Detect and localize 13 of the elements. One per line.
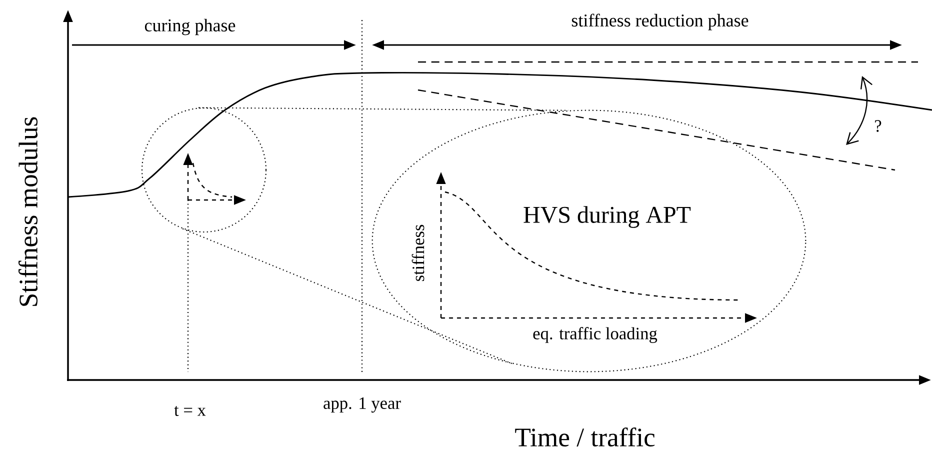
ellipse-heading: HVS during APT bbox=[524, 206, 691, 228]
question-mark: ? bbox=[875, 120, 882, 132]
phase-label: curing phase bbox=[144, 18, 236, 36]
magnification-line bbox=[182, 228, 513, 364]
phase-label: stiffness reduction phase bbox=[572, 14, 748, 30]
tick-label: app. 1 year bbox=[324, 397, 401, 413]
axis-label: stiffness bbox=[412, 224, 424, 281]
axis-title: Time / traffic bbox=[515, 427, 655, 446]
axis-title: Stiffness modulus bbox=[18, 117, 38, 306]
magnifier-circle bbox=[141, 107, 267, 233]
tick-label: t = x bbox=[174, 406, 206, 416]
axis-label: eq. traffic loading bbox=[533, 327, 658, 343]
magnification-line bbox=[198, 107, 568, 111]
